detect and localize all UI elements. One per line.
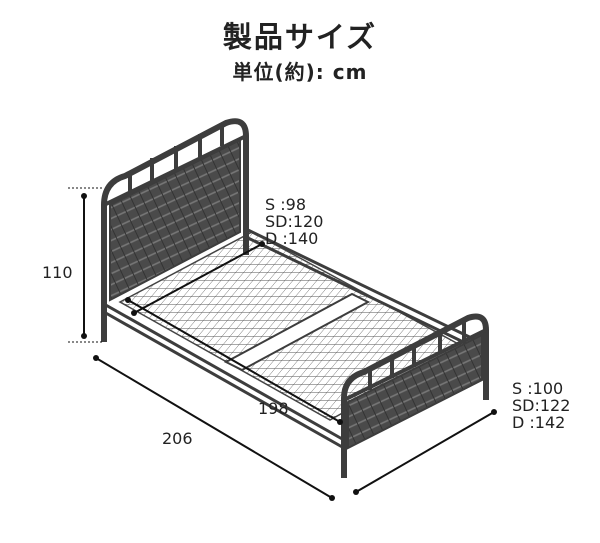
unit-label: 単位(約): cm — [232, 60, 368, 84]
mesh-deck — [118, 231, 464, 421]
height-label: 110 — [42, 263, 73, 282]
inner-width-labels: S :98 SD:120 D :140 — [265, 196, 323, 247]
inner-width-dimension — [131, 241, 265, 316]
inner-width-s: S :98 — [265, 195, 306, 214]
outer-width-s: S :100 — [512, 379, 564, 398]
outer-width-d: D :142 — [512, 413, 566, 432]
length-dimension — [93, 355, 335, 501]
page-title: 製品サイズ — [222, 20, 378, 54]
outer-width-sd: SD:122 — [512, 396, 571, 415]
footboard — [341, 313, 489, 478]
headboard — [101, 118, 249, 342]
outer-width-dimension — [353, 409, 497, 495]
length-label: 206 — [162, 429, 193, 448]
outer-width-labels: S :100 SD:122 D :142 — [512, 380, 570, 431]
inner-width-d: D :140 — [265, 229, 319, 248]
inner-width-sd: SD:120 — [265, 212, 324, 231]
height-dimension — [68, 187, 102, 343]
inner-length-dimension — [125, 297, 343, 425]
inner-length-label: 198 — [258, 399, 289, 418]
